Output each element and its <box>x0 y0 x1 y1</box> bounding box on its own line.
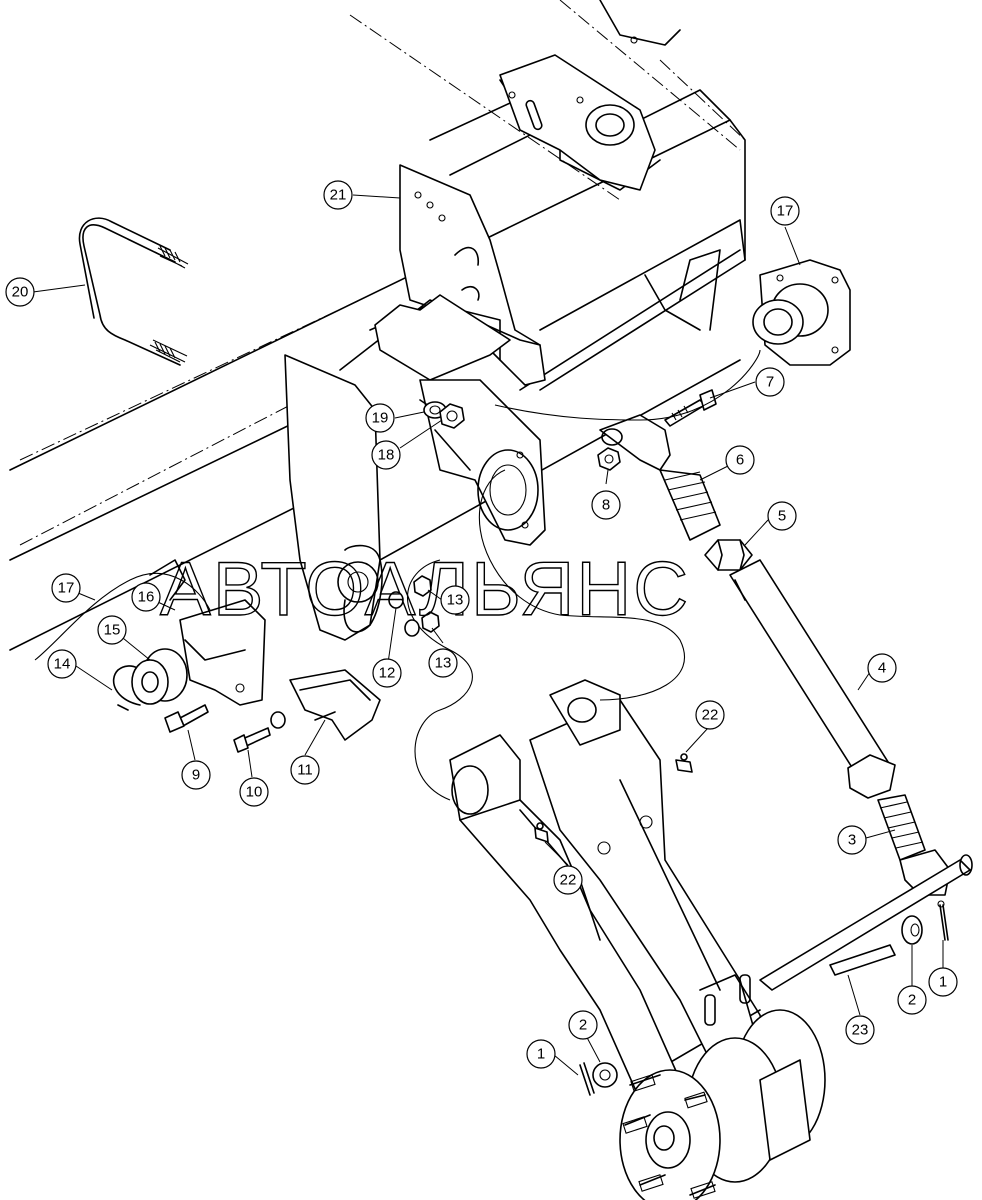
svg-text:15: 15 <box>104 622 121 639</box>
callout-21: 21 <box>323 180 353 210</box>
callout-13-lower: 13 <box>428 648 458 678</box>
callout-19: 19 <box>365 403 395 433</box>
bushing-15 <box>131 648 188 705</box>
callout-12: 12 <box>372 658 402 688</box>
handle-11 <box>289 669 381 741</box>
svg-text:21: 21 <box>330 187 347 204</box>
callout-14: 14 <box>47 649 77 679</box>
callout-11: 11 <box>290 755 320 785</box>
pivot-path-line <box>407 349 761 801</box>
svg-text:5: 5 <box>778 508 786 525</box>
svg-text:2: 2 <box>908 992 916 1009</box>
svg-text:16: 16 <box>138 589 155 606</box>
cotter-pin-1-right <box>937 900 949 941</box>
svg-text:13: 13 <box>435 655 452 672</box>
turnbuckle-tube-4 <box>729 559 896 799</box>
bolt-10 <box>233 711 286 753</box>
bolt-9 <box>164 704 209 733</box>
svg-text:20: 20 <box>12 284 29 301</box>
svg-text:3: 3 <box>848 832 856 849</box>
callout-22-lower: 22 <box>553 865 583 895</box>
svg-text:22: 22 <box>702 707 719 724</box>
callout-1-left: 1 <box>526 1039 556 1069</box>
svg-text:14: 14 <box>54 656 71 673</box>
main-frame-beam <box>9 79 746 651</box>
svg-text:22: 22 <box>560 872 577 889</box>
washers-12-nuts-13 <box>388 575 440 637</box>
grease-fitting-22-upper <box>675 753 693 773</box>
svg-text:10: 10 <box>246 784 263 801</box>
washer-2-left <box>592 1062 618 1088</box>
svg-text:17: 17 <box>777 203 794 220</box>
frame-corner-detail <box>599 0 681 46</box>
mounting-bracket-21 <box>399 164 546 386</box>
callout-17-right: 17 <box>770 196 800 226</box>
nut-18 <box>439 403 465 429</box>
cotter-pin-1-left <box>579 1062 595 1096</box>
svg-text:8: 8 <box>602 497 610 514</box>
callout-17-left: 17 <box>51 573 81 603</box>
callout-16: 16 <box>131 582 161 612</box>
callout-15: 15 <box>97 615 127 645</box>
callout-1-right: 1 <box>928 967 958 997</box>
left-side-bracket <box>284 294 541 641</box>
callout-18: 18 <box>371 440 401 470</box>
grease-fitting-22-lower <box>534 822 549 843</box>
svg-text:2: 2 <box>579 1017 587 1034</box>
flange-bearing-17-right <box>752 259 851 366</box>
nut-8 <box>597 447 621 471</box>
svg-text:1: 1 <box>537 1046 545 1063</box>
callout-8: 8 <box>591 490 621 520</box>
callout-6: 6 <box>725 445 755 475</box>
callout-9: 9 <box>181 760 211 790</box>
svg-text:7: 7 <box>766 374 774 391</box>
lower-arm-assembly <box>449 679 766 1101</box>
callout-13-upper: 13 <box>440 585 470 615</box>
watermark-text: АВТОАЛЬЯНС <box>160 547 690 632</box>
callout-2-right: 2 <box>897 985 927 1015</box>
bolt-7 <box>664 389 717 427</box>
center-lines <box>19 0 746 546</box>
wheel-hub <box>619 1009 826 1200</box>
flange-17-left <box>34 573 211 661</box>
callout-3: 3 <box>837 825 867 855</box>
svg-text:6: 6 <box>736 452 744 469</box>
svg-text:1: 1 <box>939 974 947 991</box>
callout-10: 10 <box>239 777 269 807</box>
svg-text:4: 4 <box>878 660 886 677</box>
hex-nut-5 <box>704 539 753 571</box>
callout-4: 4 <box>867 653 897 683</box>
svg-text:13: 13 <box>447 592 464 609</box>
washer-2-right <box>901 915 923 945</box>
svg-text:12: 12 <box>379 665 396 682</box>
rod-end-6 <box>599 414 721 541</box>
upper-mount-plate <box>499 54 656 191</box>
callout-7: 7 <box>755 367 785 397</box>
svg-text:18: 18 <box>378 447 395 464</box>
callout-2-left: 2 <box>568 1010 598 1040</box>
pin-23 <box>829 944 896 976</box>
svg-text:11: 11 <box>297 762 313 779</box>
callout-5: 5 <box>767 501 797 531</box>
callout-20: 20 <box>5 277 35 307</box>
svg-text:17: 17 <box>58 580 75 597</box>
callout-23: 23 <box>845 1015 875 1045</box>
svg-text:9: 9 <box>192 767 200 784</box>
callout-22-upper: 22 <box>695 700 725 730</box>
svg-text:23: 23 <box>852 1022 869 1039</box>
left-bracket-16 <box>149 559 266 706</box>
svg-text:19: 19 <box>372 410 389 427</box>
u-bolt-20 <box>78 217 189 366</box>
